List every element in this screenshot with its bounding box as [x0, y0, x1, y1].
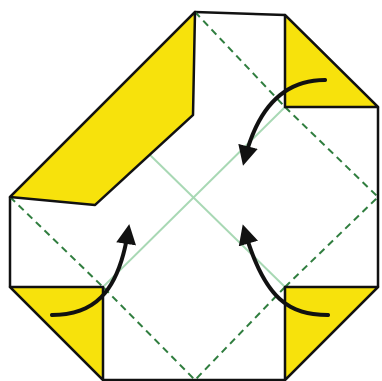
bottom-left-corner-flap	[10, 287, 103, 380]
top-right-corner-flap	[285, 15, 378, 107]
bottom-right-corner-flap	[285, 287, 378, 380]
